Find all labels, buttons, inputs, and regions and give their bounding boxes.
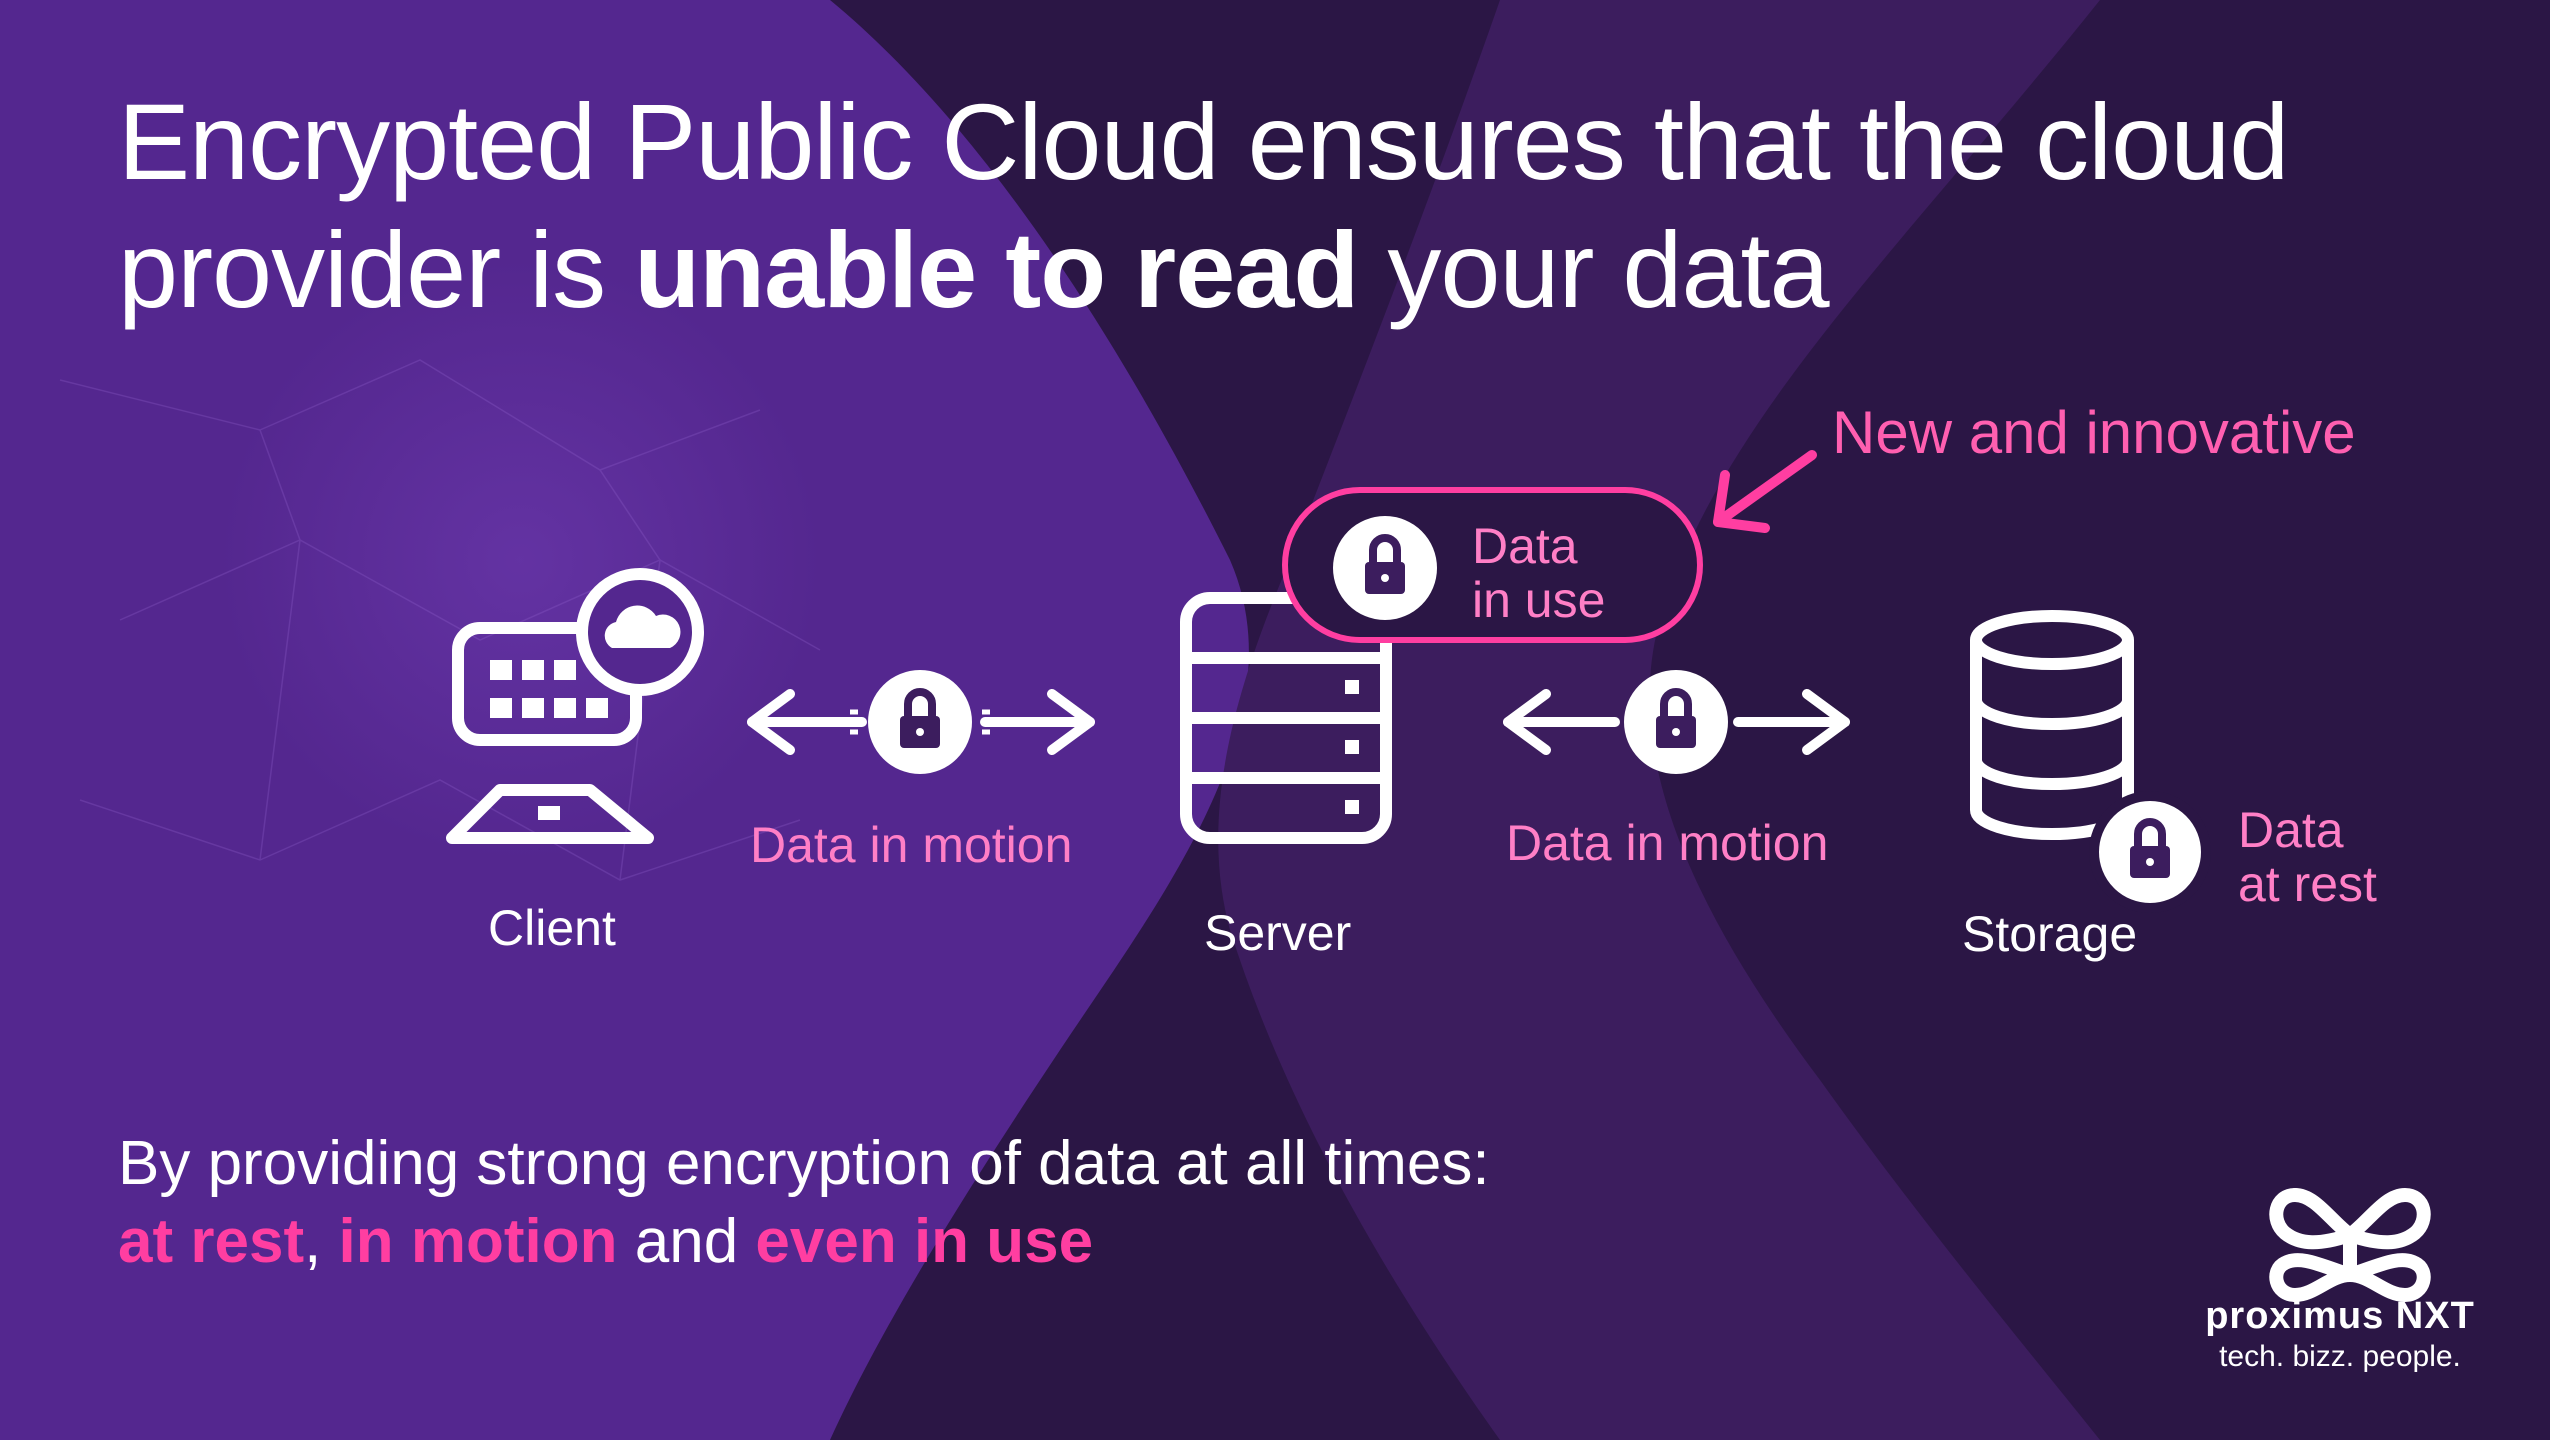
footer-and: and xyxy=(617,1207,756,1276)
brand-name: proximus NXT xyxy=(2205,1295,2475,1337)
proximus-logo-icon xyxy=(2269,1187,2431,1303)
storage-label: Storage xyxy=(1962,906,2138,962)
right-flow-arrows xyxy=(1503,689,1850,755)
data-in-motion-right-label: Data in motion xyxy=(1506,815,1829,871)
data-in-use-label-line2: in use xyxy=(1472,572,1606,628)
highlight-at-rest: at rest xyxy=(118,1207,305,1276)
data-at-rest-label-line2: at rest xyxy=(2238,856,2377,912)
server-icon xyxy=(1180,592,1392,844)
headline-part2: your data xyxy=(1358,209,1829,330)
footer-line2: at rest, in motion and even in use xyxy=(118,1203,1818,1281)
lock-icon xyxy=(1333,516,1437,620)
data-at-rest-label-line1: Data xyxy=(2238,802,2344,858)
highlight-in-use: even in use xyxy=(755,1207,1094,1276)
brand: proximus NXT tech. bizz. people. xyxy=(2200,1295,2480,1374)
data-in-use-label-line1: Data xyxy=(1472,518,1578,574)
headline: Encrypted Public Cloud ensures that the … xyxy=(118,78,2418,334)
footer-text: By providing strong encryption of data a… xyxy=(118,1125,1818,1281)
data-in-use-pill xyxy=(1282,487,1703,643)
data-in-motion-left-label: Data in motion xyxy=(750,817,1073,873)
footer-line1: By providing strong encryption of data a… xyxy=(118,1129,1490,1198)
callout-arrow xyxy=(1713,450,1817,533)
headline-bold: unable to read xyxy=(634,209,1359,330)
storage-icon xyxy=(1970,610,2134,840)
brand-tagline: tech. bizz. people. xyxy=(2219,1340,2461,1373)
headline-part1: Encrypted Public Cloud ensures that the … xyxy=(118,81,2289,330)
server-label: Server xyxy=(1204,905,1352,961)
client-icon xyxy=(446,568,704,844)
lock-icon xyxy=(1624,670,1728,774)
highlight-in-motion: in motion xyxy=(338,1207,618,1276)
left-flow-arrows xyxy=(747,689,1095,755)
client-label: Client xyxy=(488,900,616,956)
lock-icon xyxy=(850,670,990,774)
footer-sep: , xyxy=(304,1207,339,1276)
callout-label: New and innovative xyxy=(1832,399,2356,466)
lock-icon xyxy=(2089,791,2211,913)
